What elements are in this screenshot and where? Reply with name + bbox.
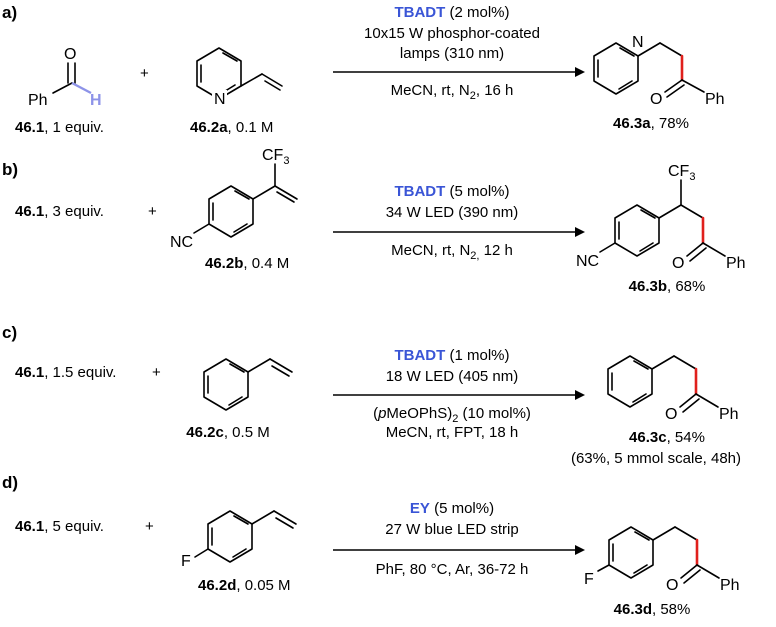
fluorine-atom: F: [181, 553, 191, 570]
conditions-light-a-2: lamps (310 nm): [400, 45, 504, 62]
reactant-46-2b-label: 46.2b, 0.4 M: [205, 255, 289, 272]
product-46-3c-note: (63%, 5 mmol scale, 48h): [571, 450, 741, 467]
panel-d-label: d): [2, 473, 18, 492]
oxygen-atom: O: [64, 46, 76, 63]
reactant-46-2c-label: 46.2c, 0.5 M: [186, 424, 269, 441]
aldehyde-hydrogen: H: [90, 92, 102, 109]
conditions-catalyst-c: TBADT (1 mol%): [394, 347, 509, 364]
nitrogen-atom: N: [214, 91, 226, 108]
panel-a-label: a): [2, 3, 17, 22]
cf3-label: CF3: [262, 147, 289, 167]
plus-sign: +: [140, 65, 149, 82]
reactant-46-1-label-b: 46.1, 3 equiv.: [15, 203, 104, 220]
phenyl-label: Ph: [28, 92, 48, 109]
conditions-light-d: 27 W blue LED strip: [385, 521, 518, 538]
product-46-3a-structure: N O Ph: [593, 32, 725, 108]
panel-c: c) 46.1, 1.5 equiv. + 46.2c, 0.5 M TBADT…: [2, 323, 741, 467]
conditions-catalyst-d: EY (5 mol%): [410, 500, 494, 517]
conditions-light-b: 34 W LED (390 nm): [386, 204, 519, 221]
product-46-3c-label: 46.3c, 54%: [629, 429, 705, 446]
product-46-3d-label: 46.3d, 58%: [614, 601, 691, 618]
fluorostyrene-structure: F: [181, 510, 297, 570]
panel-c-label: c): [2, 323, 17, 342]
panel-b: b) 46.1, 3 equiv. + CF3 NC 46.2b, 0.4 M …: [2, 147, 746, 295]
reactant-46-1-label: 46.1, 1 equiv.: [15, 119, 104, 136]
product-fluorine-atom: F: [584, 571, 594, 588]
conditions-light-a: 10x15 W phosphor-coated: [364, 25, 540, 42]
conditions-catalyst-a: TBADT (2 mol%): [394, 4, 509, 21]
product-phenyl-label-b: Ph: [726, 255, 746, 272]
product-46-3d-structure: F O Ph: [584, 526, 740, 594]
product-carbonyl-oxygen-d: O: [666, 577, 678, 594]
conditions-catalyst-b: TBADT (5 mol%): [394, 183, 509, 200]
product-46-3b-label: 46.3b, 68%: [629, 278, 706, 295]
product-46-3b-structure: CF3 NC O Ph: [576, 163, 746, 272]
panel-d: d) 46.1, 5 equiv. + F 46.2d, 0.05 M EY (…: [2, 473, 740, 618]
plus-sign-d: +: [145, 518, 154, 535]
plus-sign-c: +: [152, 364, 161, 381]
product-phenyl-label: Ph: [705, 91, 725, 108]
conditions-light-c: 18 W LED (405 nm): [386, 368, 519, 385]
panel-b-label: b): [2, 160, 18, 179]
conditions-solvent-d: PhF, 80 °C, Ar, 36-72 h: [376, 561, 529, 578]
reactant-46-1-label-c: 46.1, 1.5 equiv.: [15, 364, 116, 381]
product-46-3a-label: 46.3a, 78%: [613, 115, 689, 132]
product-phenyl-label-c: Ph: [719, 406, 739, 423]
product-nitrile-label: NC: [576, 253, 599, 270]
product-46-3c-structure: O Ph: [607, 355, 739, 423]
conditions-solvent-c: MeCN, rt, FPT, 18 h: [386, 424, 519, 441]
nitrile-label: NC: [170, 234, 193, 251]
vinylpyridine-structure: N: [196, 47, 283, 108]
conditions-solvent-a: MeCN, rt, N2, 16 h: [391, 82, 514, 102]
plus-sign-b: +: [148, 203, 157, 220]
carbonyl-oxygen: O: [650, 91, 662, 108]
reactant-46-2a-label: 46.2a, 0.1 M: [190, 119, 273, 136]
reactant-46-1-label-d: 46.1, 5 equiv.: [15, 518, 104, 535]
reactant-46-2d-label: 46.2d, 0.05 M: [198, 577, 291, 594]
styrene-structure: [203, 358, 293, 411]
product-carbonyl-oxygen-c: O: [665, 406, 677, 423]
conditions-solvent-b: MeCN, rt, N2, 12 h: [391, 242, 513, 262]
trifluoromethylstyrene-structure: CF3 NC: [170, 147, 298, 251]
conditions-additive-c: (pMeOPhS)2 (10 mol%): [373, 405, 531, 425]
product-cf3-label: CF3: [668, 163, 695, 183]
product-phenyl-label-d: Ph: [720, 577, 740, 594]
benzaldehyde-structure: O Ph H: [28, 46, 102, 109]
product-nitrogen-atom: N: [632, 34, 644, 51]
panel-a: a) O Ph H 46.1, 1 equiv. + N 46.2a, 0.1 …: [2, 3, 725, 136]
product-carbonyl-oxygen-b: O: [672, 255, 684, 272]
